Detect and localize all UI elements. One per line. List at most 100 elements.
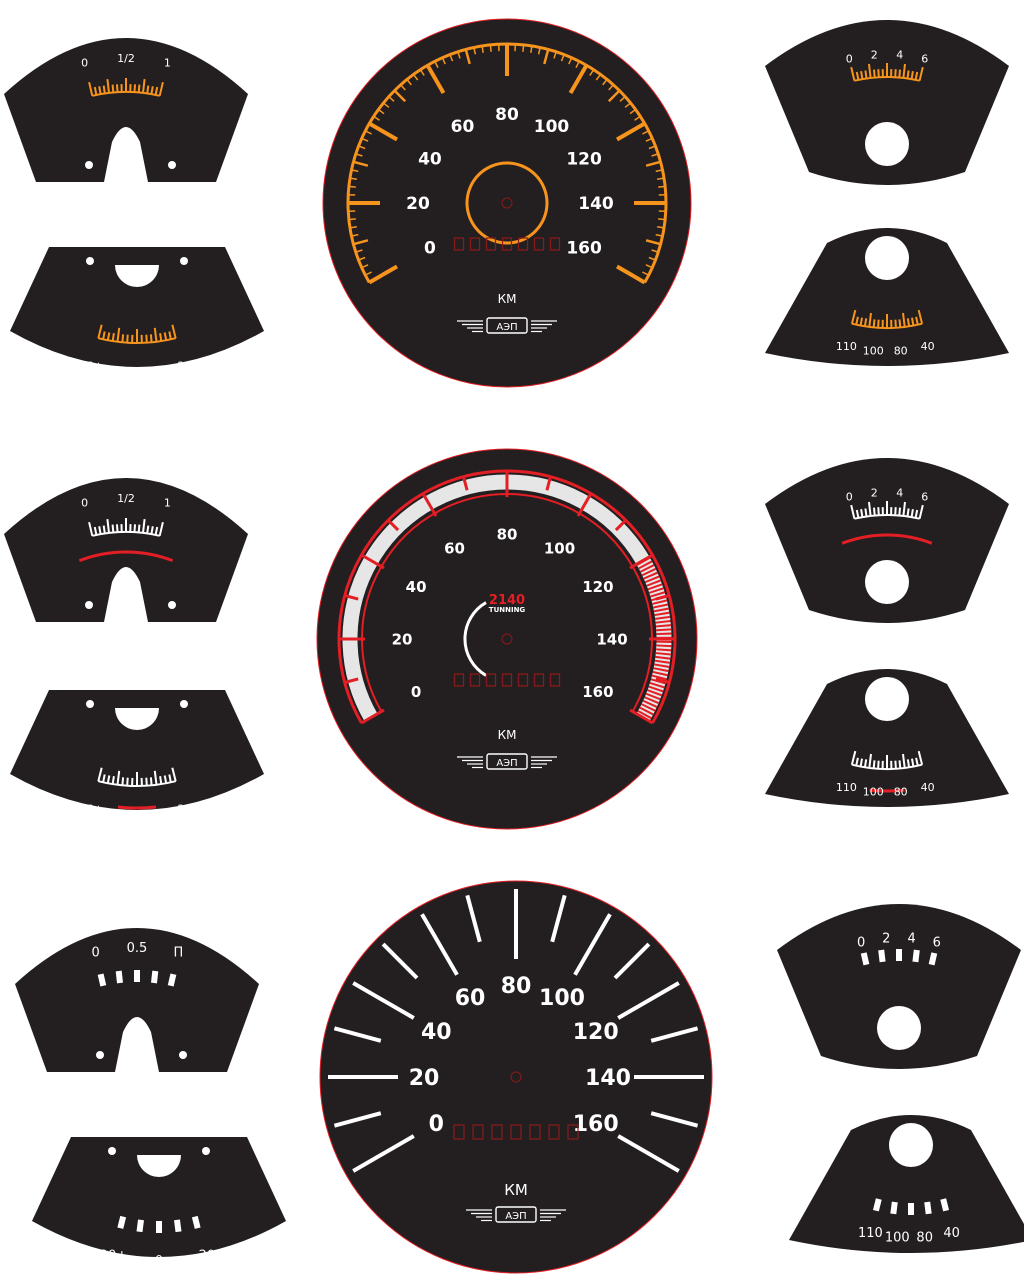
scale-tick <box>863 759 868 768</box>
speed-label: 0 <box>429 1112 444 1137</box>
aep-logo-icon: АЭП <box>466 1206 566 1223</box>
scale-tick <box>106 78 110 94</box>
scale-tick <box>855 757 859 766</box>
speed-label: 140 <box>585 1066 631 1091</box>
center-ring <box>465 161 549 245</box>
unit-label: КМ <box>504 1181 528 1199</box>
odometer-digit-box-icon <box>501 673 513 687</box>
scale-tick <box>902 753 906 769</box>
scale-tick <box>629 708 654 725</box>
scale-tick <box>419 69 425 76</box>
scale-tick <box>146 85 150 94</box>
odometer-digit-box-icon <box>517 673 529 687</box>
scale-tick <box>645 160 661 167</box>
scale-tick <box>360 708 385 725</box>
scale-tick <box>348 185 356 188</box>
unit-label: КМ <box>498 728 517 742</box>
scale-tick <box>607 89 621 103</box>
scale-tick <box>906 318 911 327</box>
scale-tick <box>868 753 872 769</box>
gauge-label: 0 <box>846 52 853 65</box>
aep-logo-frame <box>495 1206 537 1223</box>
scale-tick <box>121 777 125 786</box>
scale-tick <box>614 519 627 532</box>
scale-tick <box>154 86 159 96</box>
scale-tick <box>106 775 111 784</box>
speed-label: 40 <box>406 578 427 596</box>
scale-tick <box>898 760 902 769</box>
scale-tick <box>545 476 552 491</box>
scale-tick <box>642 130 650 135</box>
scale-tick <box>163 332 168 341</box>
scale-tick <box>465 894 482 943</box>
scale-block <box>928 952 938 966</box>
speed-label: 140 <box>596 630 627 648</box>
mount-hole <box>865 560 909 604</box>
mount-hole <box>96 1051 104 1059</box>
mount-cutout <box>115 708 159 730</box>
scale-tick <box>368 121 399 142</box>
scale-tick <box>421 492 438 517</box>
speed-label: 80 <box>497 525 518 543</box>
scale-tick <box>877 319 880 328</box>
gauge-label: 1/2 <box>117 52 135 65</box>
gauge-label: 6 <box>921 52 928 65</box>
scale-tick <box>568 64 589 95</box>
scale-tick <box>868 312 872 328</box>
scale-tick <box>481 45 484 54</box>
scale-tick <box>918 66 924 81</box>
scale-tick <box>576 492 593 517</box>
scale-block <box>924 1201 932 1215</box>
gauge-label: 0 <box>155 1254 163 1269</box>
odometer-digit-box-icon <box>453 237 465 251</box>
gauge-face <box>4 478 248 622</box>
scale-tick <box>650 1111 699 1128</box>
scale-tick <box>351 169 359 173</box>
speed-label: 100 <box>544 540 575 558</box>
mount-cutout <box>137 1155 181 1177</box>
scale-tick <box>142 518 146 534</box>
scale-tick <box>656 177 665 180</box>
scale-block <box>912 949 920 963</box>
scale-tick <box>168 774 172 783</box>
scale-tick <box>568 57 573 65</box>
center-pivot <box>501 633 513 645</box>
scale-tick <box>658 218 666 221</box>
gauge-label: 4 <box>896 487 903 500</box>
gauge-label: 110 <box>858 1226 883 1241</box>
scale-tick <box>355 153 363 157</box>
scale-tick <box>560 54 565 62</box>
speedometer-face <box>319 880 713 1274</box>
scale-tick <box>111 524 115 533</box>
scale-tick <box>102 774 106 783</box>
scale-tick <box>106 518 110 534</box>
scale-tick <box>344 677 359 684</box>
scale-tick <box>348 218 356 221</box>
scale-tick <box>645 137 653 142</box>
scale-tick <box>914 509 919 519</box>
odometer-digit-box-icon <box>453 673 465 687</box>
scale-tick <box>629 553 654 570</box>
scale-tick <box>855 71 860 81</box>
scale-tick <box>358 145 366 150</box>
gauge-face <box>15 928 259 1072</box>
scale-tick <box>351 233 359 237</box>
scale-tick <box>145 777 148 786</box>
scale-block <box>151 970 159 984</box>
gauge-face <box>765 20 1009 185</box>
odometer-digit-box-icon <box>491 1124 503 1140</box>
scale-tick <box>918 504 924 519</box>
scale-tick <box>855 316 859 325</box>
scale-tick <box>102 85 106 94</box>
odometer-digit-box-icon <box>469 237 481 251</box>
odometer-digit-box-icon <box>472 1124 484 1140</box>
scale-tick <box>163 775 168 784</box>
gauge-label: 100 <box>863 344 884 357</box>
scale-tick <box>377 108 385 115</box>
mount-hole <box>86 257 94 265</box>
